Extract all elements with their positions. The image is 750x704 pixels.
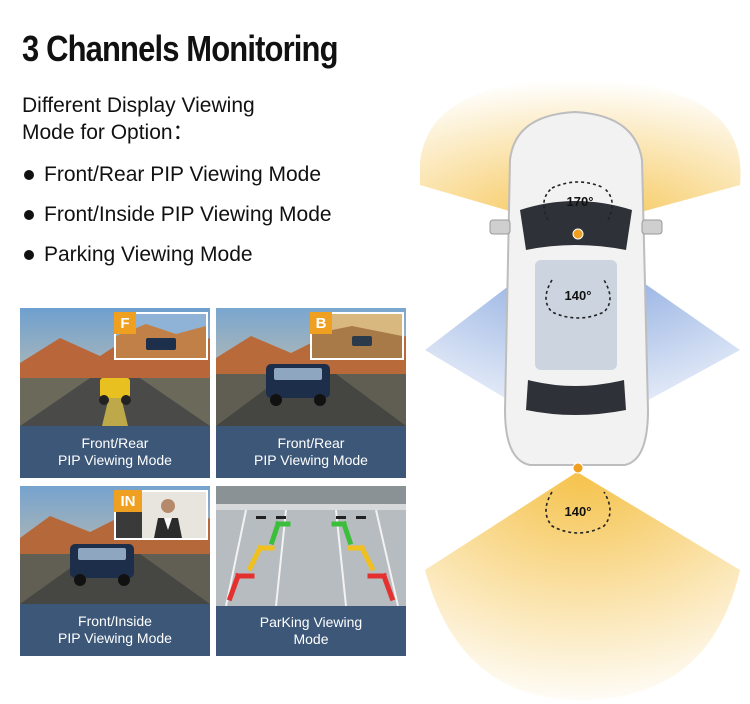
list-item: Parking Viewing Mode (22, 240, 332, 280)
rear-camera-beam (425, 472, 740, 700)
pip-inset (310, 312, 404, 360)
rear-camera-icon (572, 462, 584, 474)
mode-tile-front-rear-b: B Front/Rear PIP Viewing Mode (216, 308, 406, 478)
mode-label: Front/Rear PIP Viewing Mode (44, 163, 322, 186)
front-angle-label: 170° (567, 194, 594, 209)
front-camera-icon (572, 228, 584, 240)
tile-caption: Front/Inside PIP Viewing Mode (20, 604, 210, 656)
caption-line-2: PIP Viewing Mode (58, 630, 172, 646)
subtitle: Different Display Viewing Mode for Optio… (22, 92, 322, 146)
bullet-icon (24, 210, 34, 220)
caption-line-2: PIP Viewing Mode (58, 452, 172, 468)
caption-line-1: Front/Rear (277, 435, 345, 451)
mode-label: Front/Inside PIP Viewing Mode (44, 203, 332, 226)
mode-list: Front/Rear PIP Viewing Mode Front/Inside… (22, 160, 332, 280)
road-scene-image (20, 486, 210, 604)
tile-caption: Front/Rear PIP Viewing Mode (20, 426, 210, 478)
tile-caption: ParKing Viewing Mode (216, 606, 406, 656)
pip-scene-image (116, 314, 206, 358)
list-item: Front/Inside PIP Viewing Mode (22, 200, 332, 240)
mode-tile-front-rear-f: F Front/Rear PIP Viewing Mode (20, 308, 210, 478)
inside-angle-label: 140° (565, 288, 592, 303)
mode-tile-front-inside: IN Front/Inside PIP Viewing Mode (20, 486, 210, 656)
caption-line-1: Front/Inside (78, 613, 152, 629)
caption-line-2: PIP Viewing Mode (254, 452, 368, 468)
driver-cabin-image (116, 492, 206, 538)
tile-caption: Front/Rear PIP Viewing Mode (216, 426, 406, 478)
back-badge: B (310, 312, 332, 334)
car-camera-coverage-diagram: 170° 140° 140° (420, 80, 741, 700)
bullet-icon (24, 170, 34, 180)
front-angle-indicator: 170° (543, 181, 613, 221)
mode-label: Parking Viewing Mode (44, 243, 253, 266)
subtitle-line-1: Different Display Viewing (22, 94, 255, 117)
page-title: 3 Channels Monitoring (22, 28, 338, 69)
front-badge: F (114, 312, 136, 334)
pip-scene-image (312, 314, 402, 358)
caption-line-1: Front/Rear (81, 435, 149, 451)
list-item: Front/Rear PIP Viewing Mode (22, 160, 332, 200)
caption-line-1: ParKing Viewing (259, 614, 363, 630)
bullet-icon (24, 250, 34, 260)
parking-guide-image (216, 486, 406, 606)
subtitle-line-2: Mode for Option： (22, 121, 194, 144)
inside-badge: IN (114, 490, 142, 512)
caption-line-2: Mode (293, 631, 329, 647)
rear-angle-indicator: 140° (545, 491, 611, 534)
inside-angle-indicator: 140° (545, 279, 611, 319)
pip-inset (114, 490, 208, 540)
rear-angle-label: 140° (565, 504, 592, 519)
mode-tile-parking: ParKing Viewing Mode (216, 486, 406, 656)
